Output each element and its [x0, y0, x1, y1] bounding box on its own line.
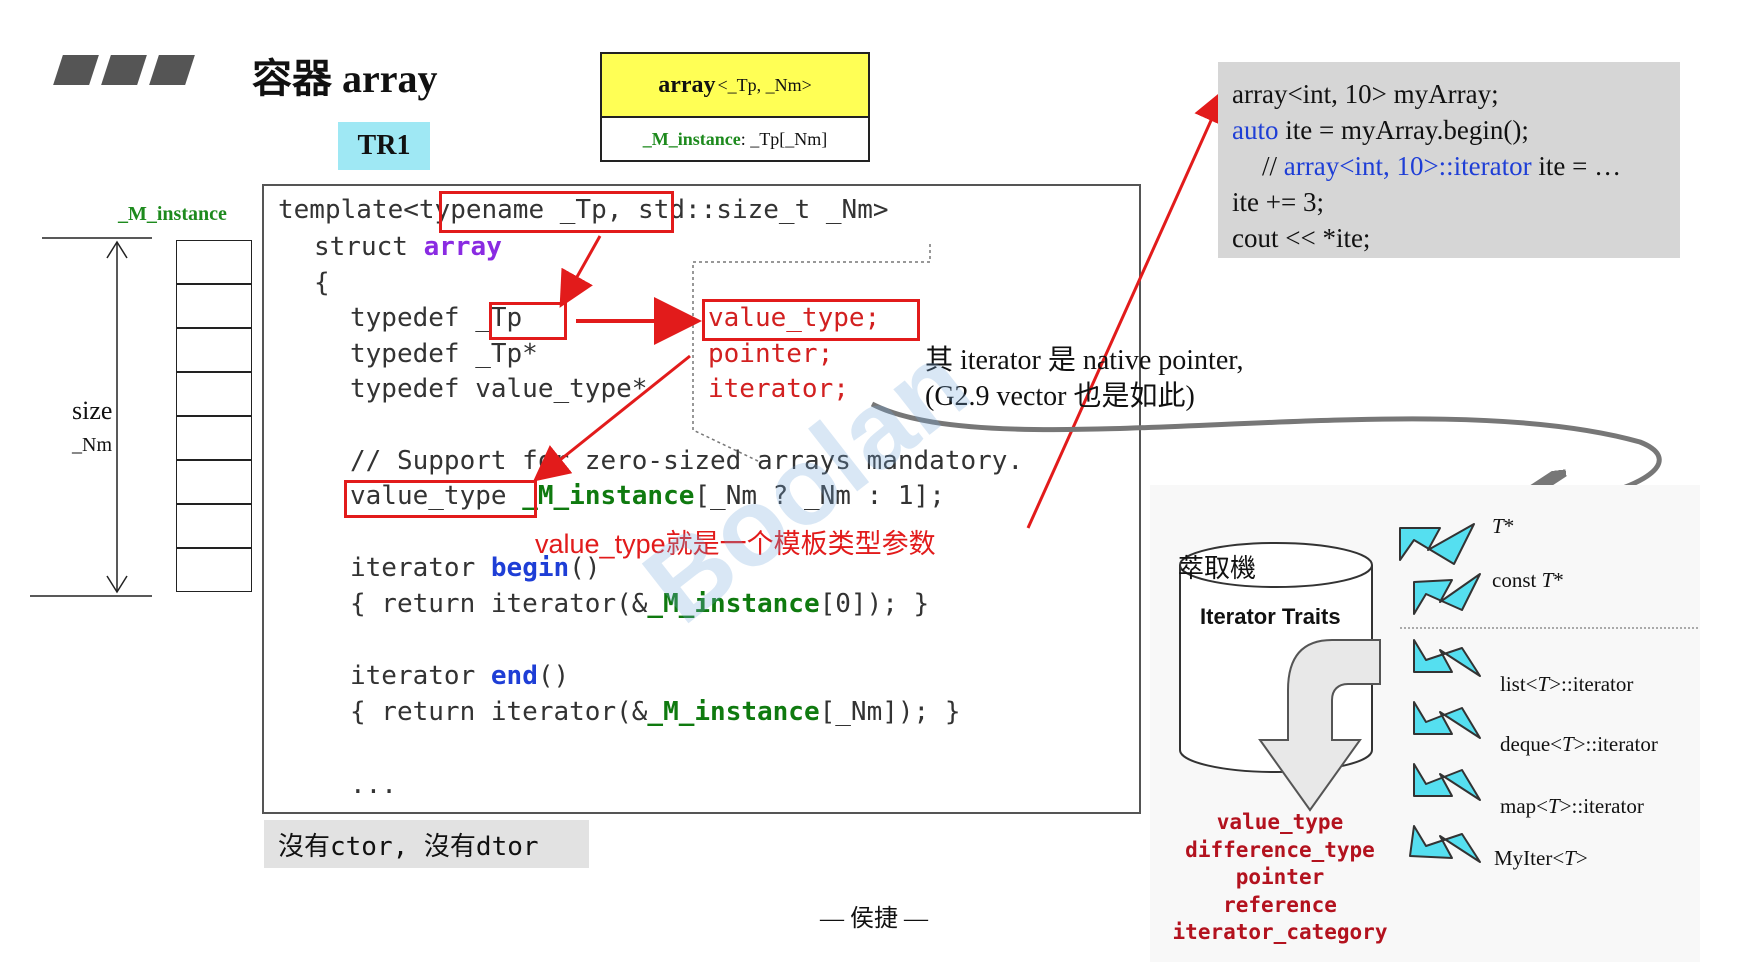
code-line-typedef-ptr: typedef _Tp* [350, 339, 538, 369]
traits-output-difference-type: difference_type [1185, 838, 1375, 862]
code-line-end-body: { return iterator(&_M_instance[_Nm]); } [350, 697, 961, 727]
code-box [262, 184, 1141, 814]
memory-cell [176, 416, 252, 460]
memory-cell [176, 504, 252, 548]
traits-output-value-type: value_type [1216, 810, 1344, 834]
size-label: size [72, 396, 113, 425]
class-box: array<_Tp, _Nm> _M_instance : _Tp[_Nm] [600, 52, 870, 162]
memory-cell [176, 460, 252, 504]
code-pointer: pointer; [708, 339, 834, 369]
nm-label: _Nm [72, 434, 112, 456]
traits-output-pointer: pointer [1235, 865, 1325, 889]
highlight-typename [439, 191, 674, 233]
tr1-badge: TR1 [338, 122, 430, 170]
example-line-5: cout << *ite; [1232, 223, 1371, 253]
page-title: 容器 array [252, 56, 438, 101]
example-line-2: auto ite = myArray.begin(); [1232, 115, 1529, 145]
example-line-4: ite += 3; [1232, 187, 1324, 217]
memory-cell [176, 328, 252, 372]
memory-cell [176, 240, 252, 284]
note-g29: (G2.9 vector 也是如此) [925, 381, 1195, 412]
memory-instance-label: _M_instance [118, 203, 227, 225]
example-code-box: array<int, 10> myArray; auto ite = myArr… [1218, 62, 1680, 258]
example-line-1: array<int, 10> myArray; [1232, 79, 1499, 109]
traits-output-iterator-category: iterator_category [1172, 920, 1388, 944]
highlight-instance-type [344, 480, 537, 518]
footer-author: — 侯捷 — [820, 906, 928, 932]
note-native-pointer: 其 iterator 是 native pointer, [925, 345, 1244, 376]
example-line-3: // array<int, 10>::iterator ite = … [1262, 151, 1622, 181]
traits-input-map-iterator: map<T>::iterator [1500, 794, 1644, 818]
code-line-ellipsis: ... [350, 770, 397, 800]
member-name: _M_instance [642, 128, 741, 149]
class-box-member: _M_instance : _Tp[_Nm] [602, 118, 868, 160]
code-line-begin-body: { return iterator(&_M_instance[0]); } [350, 589, 930, 619]
note-template-param: value_type就是一个模板类型参数 [535, 529, 936, 559]
code-iterator: iterator; [708, 374, 849, 404]
traits-input-myiter: MyIter<T> [1494, 846, 1588, 870]
highlight-value-type [702, 299, 920, 341]
class-name: array [658, 71, 716, 98]
code-value-type: value_type; [708, 303, 881, 333]
no-ctor-dtor-note: 沒有ctor, 沒有dtor [264, 820, 589, 868]
traits-input-list-iterator: list<T>::iterator [1500, 672, 1634, 696]
memory-cell [176, 372, 252, 416]
traits-output-reference: reference [1223, 893, 1337, 917]
highlight-tp [489, 302, 567, 340]
class-box-header: array<_Tp, _Nm> [602, 54, 868, 118]
code-line-struct: struct array [314, 232, 502, 262]
traits-input-pointer: T* [1492, 514, 1515, 538]
code-line-instance: value_type _M_instance[_Nm ? _Nm : 1]; [350, 481, 945, 511]
class-params: <_Tp, _Nm> [717, 74, 812, 95]
traits-cylinder-label: Iterator Traits [1200, 604, 1341, 629]
code-line-typedef-iter: typedef value_type* [350, 374, 648, 404]
member-type: : _Tp[_Nm] [740, 128, 828, 149]
traits-cylinder-title: 萃取機 [1178, 554, 1257, 583]
code-line-end: iterator end() [350, 661, 570, 691]
memory-cell [176, 548, 252, 592]
code-line-brace: { [314, 268, 330, 298]
code-line-typedef-tp: typedef _Tp [350, 303, 523, 333]
traits-input-deque-iterator: deque<T>::iterator [1500, 732, 1658, 756]
memory-cell [176, 284, 252, 328]
traits-input-const-pointer: const T* [1492, 568, 1564, 592]
code-line-begin: iterator begin() [350, 553, 601, 583]
code-line-template: template<typename _Tp, std::size_t _Nm> [278, 195, 889, 225]
